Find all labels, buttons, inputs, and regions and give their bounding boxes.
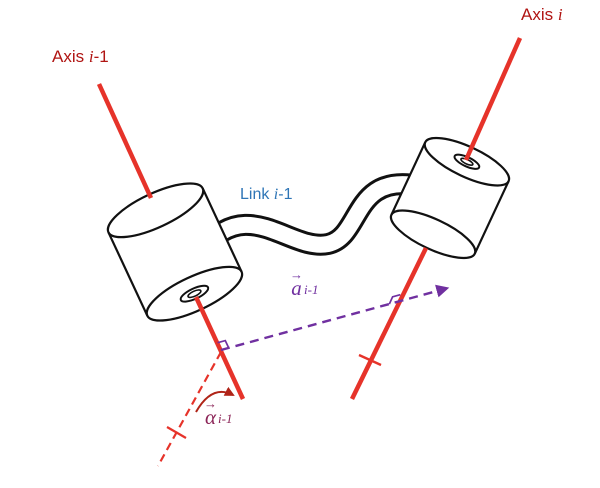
cylinder-right-side-b <box>473 180 510 255</box>
joint-cylinder-right <box>389 136 511 260</box>
cylinder-left-hole-inner <box>187 289 202 299</box>
a-vector-subscript: i-1 <box>304 282 319 298</box>
axis-i-minus-1-prefix: Axis <box>52 47 89 66</box>
axis-i-minus-1-label: Axis i-1 <box>52 47 109 67</box>
axis-i-label: Axis i <box>521 5 563 25</box>
axis-i-minus-1-suffix: -1 <box>93 47 109 66</box>
tick-mark-right-axis <box>358 353 382 367</box>
vector-arrow-icon: → <box>204 396 217 411</box>
axis-i-prefix: Axis <box>521 5 558 24</box>
link-label-prefix: Link <box>240 186 274 203</box>
a-vector-dashed-arrow <box>220 284 450 352</box>
perpendicular-mark-left <box>217 339 230 349</box>
tick-mark-dashed-line <box>166 426 187 439</box>
axis-i-minus-1-variable: i <box>88 47 94 66</box>
perpendicular-mark-right <box>388 293 401 305</box>
a-vector-symbol: a <box>291 276 302 300</box>
link-i-minus-1-label: Link i-1 <box>240 186 292 204</box>
cylinder-left-side-a <box>107 231 149 317</box>
axis-right-line-lower <box>349 247 429 400</box>
alpha-angle-arc-arrow <box>195 386 235 413</box>
link-label-suffix: -1 <box>278 186 293 203</box>
axis-right-line-upper <box>463 37 523 161</box>
axis-left-line-lower <box>193 296 246 400</box>
cylinder-left-side-b <box>201 187 243 273</box>
alpha-symbol-group: →α <box>204 396 217 429</box>
axis-left-line-upper <box>96 83 154 199</box>
joint-cylinder-left <box>106 182 244 322</box>
alpha-subscript: i-1 <box>218 411 233 427</box>
alpha-symbol: α <box>204 405 217 429</box>
a-vector-symbol-group: →a <box>290 267 303 300</box>
link-tube-fill <box>195 176 422 256</box>
axis-parallel-dashed-line <box>157 351 222 467</box>
vector-arrow-icon: → <box>290 267 303 282</box>
cylinder-right-side-a <box>390 141 427 216</box>
axis-i-variable: i <box>557 5 563 24</box>
link-label-variable: i <box>273 186 279 203</box>
